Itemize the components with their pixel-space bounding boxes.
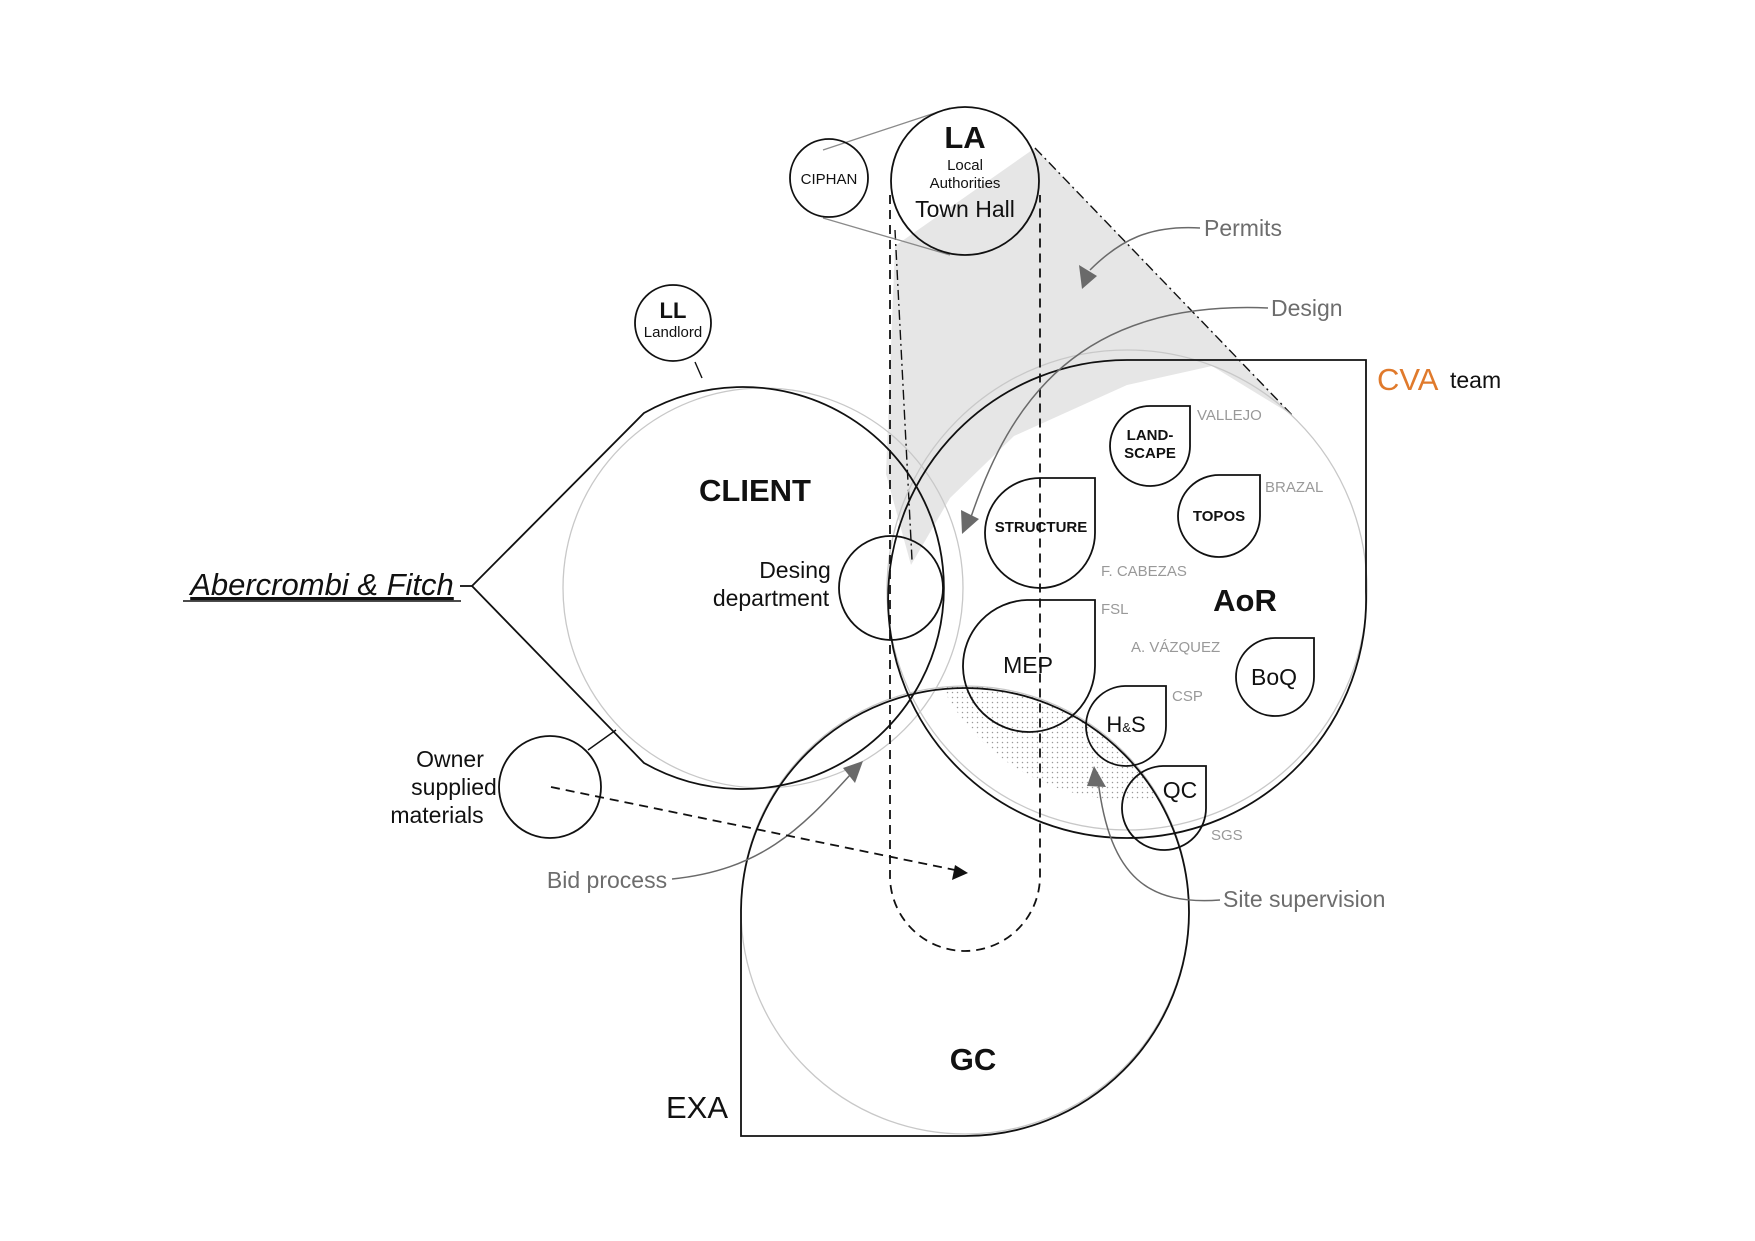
la-line-1: Local: [947, 157, 983, 174]
ciphan-la-tangent-bottom: [822, 217, 951, 256]
material-flow-arrow: [550, 786, 968, 880]
landlord-circle: [634, 284, 712, 362]
hs-badge: [1085, 685, 1167, 767]
boq-badge: [1235, 637, 1315, 717]
la-dashed-column: [889, 195, 1041, 952]
topos-label: TOPOS: [1193, 508, 1245, 525]
design-arrow: [961, 306, 1269, 534]
ciphan-label: CIPHAN: [801, 171, 858, 188]
structure-badge: [984, 477, 1096, 589]
client-title: CLIENT: [699, 473, 811, 508]
site-supervision-label: Site supervision: [1223, 886, 1385, 912]
ciphan-circle: [789, 138, 869, 218]
hs-consultant: CSP: [1172, 688, 1203, 705]
topos-badge: [1177, 474, 1261, 558]
landlord-subtitle: Landlord: [644, 324, 702, 341]
ciphan-la-tangent-top: [822, 107, 951, 151]
permits-funnel-edge-left: [894, 229, 913, 561]
structure-label: STRUCTURE: [995, 519, 1088, 536]
mep-badge: [962, 599, 1096, 733]
gc-shape: [740, 687, 1190, 1137]
gc-title: GC: [950, 1042, 997, 1077]
landscape-label-2: SCAPE: [1124, 445, 1176, 462]
bid-process-arrow: [671, 761, 863, 880]
client-shape: [470, 386, 945, 790]
bid-process-label: Bid process: [547, 867, 667, 893]
topos-consultant: BRAZAL: [1265, 479, 1323, 496]
permits-label: Permits: [1204, 215, 1282, 241]
design-department-circle: [838, 535, 944, 641]
mep-label: MEP: [1003, 652, 1053, 678]
aor-title: AoR: [1213, 583, 1277, 618]
owner-label-2: supplied: [411, 774, 497, 800]
permits-arrow: [1079, 226, 1201, 289]
owner-materials-circle: [498, 735, 602, 839]
design-label: Design: [1271, 295, 1343, 321]
client-landlord-link: [694, 361, 703, 379]
mep-consultant: FSL: [1101, 601, 1129, 618]
permits-funnel-edge: [1034, 147, 1293, 416]
structure-consultant: F. CABEZAS: [1101, 563, 1187, 580]
team-label: team: [1450, 367, 1501, 393]
la-line-2: Authorities: [930, 175, 1001, 192]
owner-label-1: Owner: [416, 746, 484, 772]
qc-badge: [1121, 765, 1207, 851]
landscape-consultant: VALLEJO: [1197, 407, 1262, 424]
boq-consultant: A. VÁZQUEZ: [1131, 639, 1220, 656]
la-line-3: Town Hall: [915, 196, 1015, 222]
hs-label: H&S: [1106, 712, 1145, 737]
design-department-label-2: department: [713, 585, 830, 611]
qc-consultant: SGS: [1211, 827, 1243, 844]
la-title: LA: [944, 120, 985, 155]
la-circle: [890, 106, 1040, 256]
design-department-label-1: Desing: [759, 557, 831, 583]
owner-label-3: materials: [390, 802, 483, 828]
boq-label: BoQ: [1251, 664, 1297, 690]
client-company-name: Abercrombi & Fitch: [188, 567, 454, 602]
site-supervision-arrow: [1087, 766, 1221, 902]
qc-label: QC: [1163, 777, 1198, 803]
landscape-badge: [1109, 405, 1191, 487]
aor-shape: [887, 359, 1367, 839]
landlord-title: LL: [660, 298, 687, 323]
exa-label: EXA: [666, 1090, 728, 1125]
landscape-label-1: LAND-: [1127, 427, 1174, 444]
aor-guide-circle: [886, 349, 1368, 831]
client-owner-link: [587, 729, 617, 751]
cva-accent-label: CVA: [1377, 362, 1439, 397]
